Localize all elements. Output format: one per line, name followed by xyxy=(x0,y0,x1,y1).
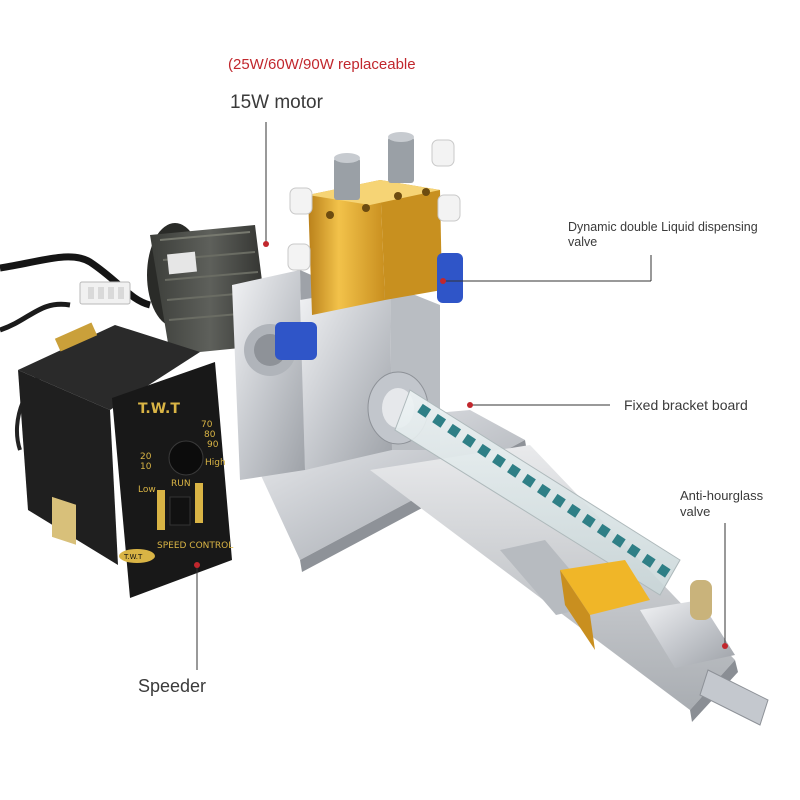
speed-mark-20: 20 xyxy=(140,452,152,462)
anti-hourglass-callout: Anti-hourglass valve xyxy=(680,488,763,520)
power-cable xyxy=(0,253,152,309)
knob-label: RUN xyxy=(171,479,191,489)
connector-plug xyxy=(79,281,131,305)
power-options-note: (25W/60W/90W replaceable xyxy=(228,56,416,73)
controller-brand: T.W.T xyxy=(138,401,180,417)
brass-valve-blocks xyxy=(308,180,442,315)
valve-pistons xyxy=(334,132,414,200)
motor xyxy=(147,223,270,355)
air-fittings xyxy=(287,139,461,271)
valve-callout: Dynamic double Liquid dispensing valve xyxy=(568,220,758,250)
anti-hourglass-valve xyxy=(560,560,769,726)
callout-lines xyxy=(196,122,726,670)
controller-front: T.W.T 20 10 70 80 90 Low High RUN T.W.T … xyxy=(119,401,233,563)
valve-callout-line-2: valve xyxy=(568,235,598,249)
bracket-callout: Fixed bracket board xyxy=(624,397,748,413)
speeder-callout: Speeder xyxy=(138,676,207,696)
anti-hourglass-line-2: valve xyxy=(680,504,711,519)
blue-fittings xyxy=(275,253,463,360)
callout-markers xyxy=(194,241,728,649)
valve-callout-line-1: Dynamic double Liquid dispensing xyxy=(568,220,758,234)
speed-low-label: Low xyxy=(138,485,156,495)
controller-footer-badge: T.W.T xyxy=(123,553,143,561)
controller-footer-text: SPEED CONTROL xyxy=(157,541,233,551)
speed-mark-10: 10 xyxy=(140,462,152,472)
static-mixer-tube xyxy=(367,371,681,596)
anti-hourglass-line-1: Anti-hourglass xyxy=(680,488,764,503)
speed-high-label: High xyxy=(205,458,226,468)
motor-label: 15W motor xyxy=(230,92,323,113)
speed-mark-70: 70 xyxy=(201,420,213,430)
speed-mark-80: 80 xyxy=(204,430,216,440)
speed-controller xyxy=(18,322,232,598)
speed-mark-90: 90 xyxy=(207,440,219,450)
